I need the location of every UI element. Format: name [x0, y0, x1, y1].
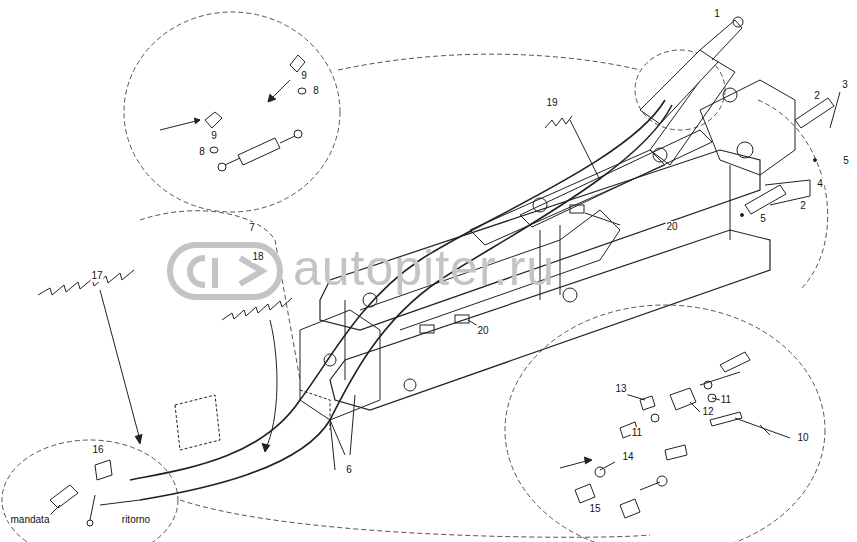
callout-number: 13	[614, 383, 627, 395]
callout-number: mandata	[10, 514, 51, 526]
callout-number: 2	[799, 200, 807, 212]
callout-number: 10	[796, 432, 809, 444]
callout-number: 17	[90, 270, 103, 282]
callout-number: 20	[476, 325, 489, 337]
callout-number: 7	[248, 222, 256, 234]
callout-number: 18	[251, 251, 264, 263]
callout-number: 1	[713, 8, 721, 20]
callout-number: 3	[841, 79, 849, 91]
callout-number: 5	[759, 213, 767, 225]
callout-number: 19	[545, 97, 558, 109]
callout-number: 15	[588, 503, 601, 515]
callout-number: 16	[91, 444, 104, 456]
callout-number: 14	[621, 451, 634, 463]
callout-number: ritorno	[121, 514, 151, 526]
callout-number: 11	[631, 427, 643, 439]
watermark: autopiter.ru	[292, 240, 556, 296]
callout-number: 11	[720, 394, 732, 406]
callout-number: 4	[816, 178, 824, 190]
callout-number: 8	[312, 85, 320, 97]
callout-number: 9	[210, 130, 218, 142]
callout-number: 12	[701, 406, 714, 418]
callout-number: 5	[842, 155, 850, 167]
callout-number: 20	[665, 221, 678, 233]
callout-number: 8	[198, 146, 206, 158]
callout-number: 6	[345, 464, 353, 476]
callout-number: 9	[300, 70, 308, 82]
callout-number: 2	[813, 90, 821, 102]
